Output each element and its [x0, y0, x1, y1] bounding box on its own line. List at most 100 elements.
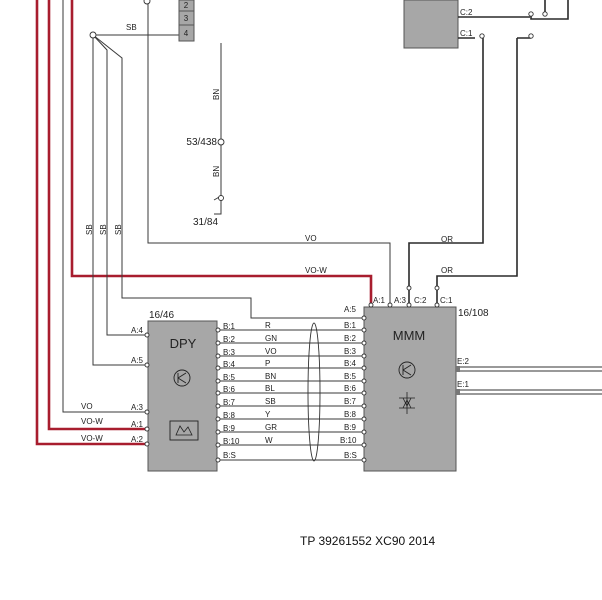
ground-ref-label: 31/84 — [193, 217, 218, 228]
ground-terminal — [218, 195, 224, 201]
mmm-left-pins — [361, 315, 367, 463]
mmm-top-pins — [368, 285, 440, 308]
mmm-pin-b5: B:5 — [344, 372, 357, 381]
red-wire-inner — [70, 0, 373, 303]
top-right-pin-c1: C:1 — [460, 29, 473, 38]
mmm-pin-e2: E:2 — [457, 357, 470, 366]
dpy-pin-b4: B:4 — [223, 360, 236, 369]
mmm-pin-b10: B:10 — [340, 436, 357, 445]
dpy-pin-b7: B:7 — [223, 398, 236, 407]
mmm-pin-b1: B:1 — [344, 321, 357, 330]
top-right-conn-c2b — [542, 11, 548, 17]
dpy-transistor-icon — [173, 369, 191, 387]
splice-point-53-438 — [217, 138, 225, 146]
top-terminal-pin-4 — [178, 24, 195, 42]
bus-color-sb: SB — [265, 397, 276, 406]
dpy-name: DPY — [170, 336, 197, 351]
mmm-pin-b2: B:2 — [344, 334, 357, 343]
dpy-pin-b5: B:5 — [223, 373, 236, 382]
splice-point-sb — [89, 31, 97, 39]
ground-wire-label-bottom: BN — [212, 166, 221, 177]
wire-label-vow: VO-W — [305, 266, 327, 275]
bus-color-r: R — [265, 321, 271, 330]
top-right-conn-c1 — [479, 33, 485, 39]
bus-color-bl: BL — [265, 384, 275, 393]
dpy-module — [147, 320, 218, 472]
dpy-ref: 16/46 — [149, 310, 174, 321]
dpy-wire-vo: VO — [81, 402, 93, 411]
vertical-sb-label-1: SB — [85, 224, 94, 235]
bus-color-w: W — [265, 436, 273, 445]
dpy-pin-b9: B:9 — [223, 424, 236, 433]
wire-top-to-splice — [147, 0, 391, 303]
bus-color-y: Y — [265, 410, 271, 419]
mmm-pin-b9: B:9 — [344, 423, 357, 432]
vertical-sb-label-2: SB — [99, 224, 108, 235]
mmm-pin-b4: B:4 — [344, 359, 357, 368]
mmm-pin-b8: B:8 — [344, 410, 357, 419]
wire-sb-2 — [92, 34, 147, 336]
dpy-pin-b6: B:6 — [223, 385, 236, 394]
vertical-sb-label-3: SB — [114, 224, 123, 235]
dpy-pin-b8: B:8 — [223, 411, 236, 420]
dpy-pin-a3: A:3 — [131, 403, 144, 412]
wire-or-1 — [408, 37, 484, 303]
mmm-transistor-icon — [398, 361, 416, 379]
top-right-conn-c2 — [528, 11, 534, 17]
bus-color-p: P — [265, 359, 270, 368]
dpy-left-pins — [144, 332, 150, 447]
mmm-pin-c1: C:1 — [440, 296, 453, 305]
mmm-pin-a5: A:5 — [344, 305, 357, 314]
mmm-pin-a3: A:3 — [394, 296, 407, 305]
bus-color-gr: GR — [265, 423, 277, 432]
wire-ground-bn — [213, 43, 222, 215]
dpy-display-icon — [169, 420, 199, 441]
dpy-wire-vow-1: VO-W — [81, 417, 103, 426]
wire-sb-3 — [92, 34, 385, 319]
wire-label-vo: VO — [305, 234, 317, 243]
mmm-pin-e1: E:1 — [457, 380, 470, 389]
top-right-pin-c2: C:2 — [460, 8, 473, 17]
mmm-module — [363, 306, 457, 472]
dpy-pin-a5: A:5 — [131, 356, 144, 365]
red-wire-outer — [35, 0, 147, 446]
mmm-thyristor-icon — [399, 392, 415, 414]
mmm-pin-b6: B:6 — [344, 384, 357, 393]
mmm-pin-bs: B:S — [344, 451, 357, 460]
top-right-conn-c1b — [528, 33, 534, 39]
bus-wires — [219, 329, 364, 461]
bus-color-gn: GN — [265, 334, 277, 343]
wire-dpy-a3 — [62, 0, 147, 413]
bus-color-vo: VO — [265, 347, 277, 356]
ground-wire-label-top: BN — [212, 89, 221, 100]
dpy-pin-b10: B:10 — [223, 437, 240, 446]
splice-point-top — [143, 0, 151, 5]
wire-label-or-1: OR — [441, 235, 453, 244]
bus-color-bn: BN — [265, 372, 276, 381]
top-terminal-label-2: 2 — [184, 1, 189, 10]
dpy-pin-a1: A:1 — [131, 420, 144, 429]
dpy-right-pins — [215, 327, 221, 463]
dpy-pin-bs: B:S — [223, 451, 236, 460]
mmm-name: MMM — [393, 328, 426, 343]
mmm-pin-a1: A:1 — [373, 296, 386, 305]
dpy-pin-b3: B:3 — [223, 348, 236, 357]
mmm-pin-c2: C:2 — [414, 296, 427, 305]
wire-label-or-2: OR — [441, 266, 453, 275]
top-wire-sb-label: SB — [126, 23, 137, 32]
dpy-pin-b2: B:2 — [223, 335, 236, 344]
dpy-wire-vow-2: VO-W — [81, 434, 103, 443]
splice-ref-label: 53/438 — [186, 137, 217, 148]
wire-sb-1 — [92, 35, 147, 366]
red-wire-middle — [47, 0, 147, 431]
top-terminal-label-3: 3 — [184, 14, 189, 23]
mmm-e-wires — [456, 366, 602, 395]
dpy-pin-a4: A:4 — [131, 326, 144, 335]
dpy-pin-b1: B:1 — [223, 322, 236, 331]
mmm-pin-b3: B:3 — [344, 347, 357, 356]
dpy-pin-a2: A:2 — [131, 435, 144, 444]
mmm-ref: 16/108 — [458, 308, 489, 319]
diagram-caption: TP 39261552 XC90 2014 — [300, 534, 436, 548]
